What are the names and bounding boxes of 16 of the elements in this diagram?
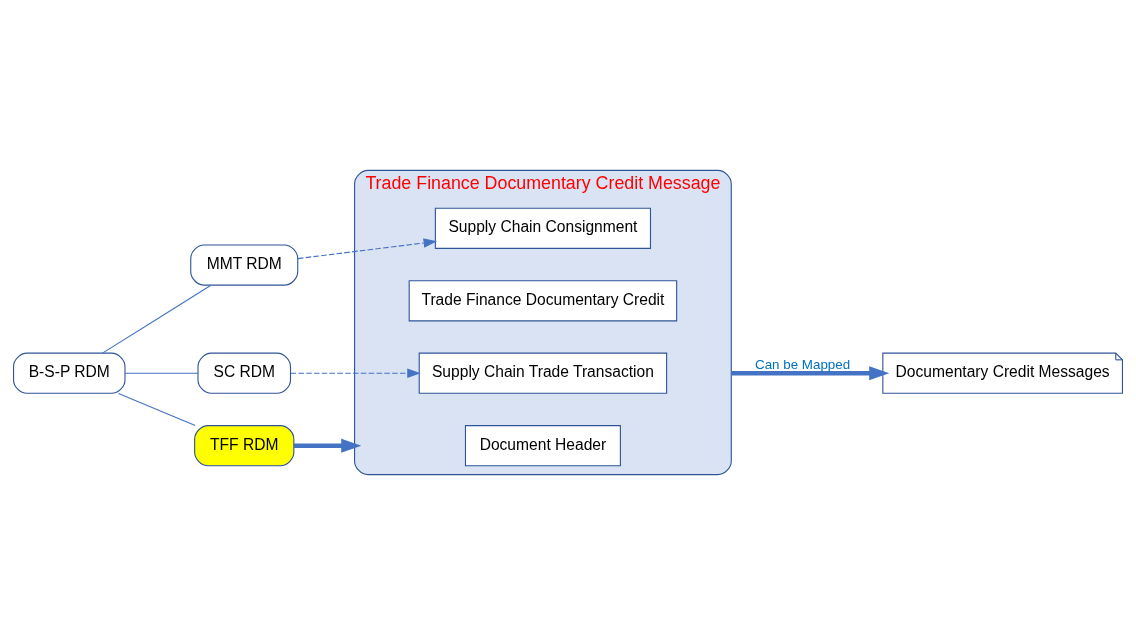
connector <box>117 392 196 426</box>
node-box: Document Header <box>464 424 621 466</box>
node-box: B-S-P RDM <box>13 352 126 394</box>
node-box: TFF RDM <box>194 424 295 466</box>
connector <box>101 284 212 354</box>
node-box: Supply Chain Trade Transaction <box>418 352 668 394</box>
arrow <box>294 438 362 453</box>
node-box: Trade Finance Documentary Credit <box>408 279 678 321</box>
arrow <box>731 365 890 380</box>
node-box: SC RDM <box>197 352 292 394</box>
connector <box>124 372 199 374</box>
arrow <box>290 368 421 378</box>
arrow <box>297 237 437 259</box>
node-box: MMT RDM <box>190 244 299 286</box>
node-box: Supply Chain Consignment <box>434 207 652 249</box>
edge-label: Can be Mapped <box>755 356 851 372</box>
